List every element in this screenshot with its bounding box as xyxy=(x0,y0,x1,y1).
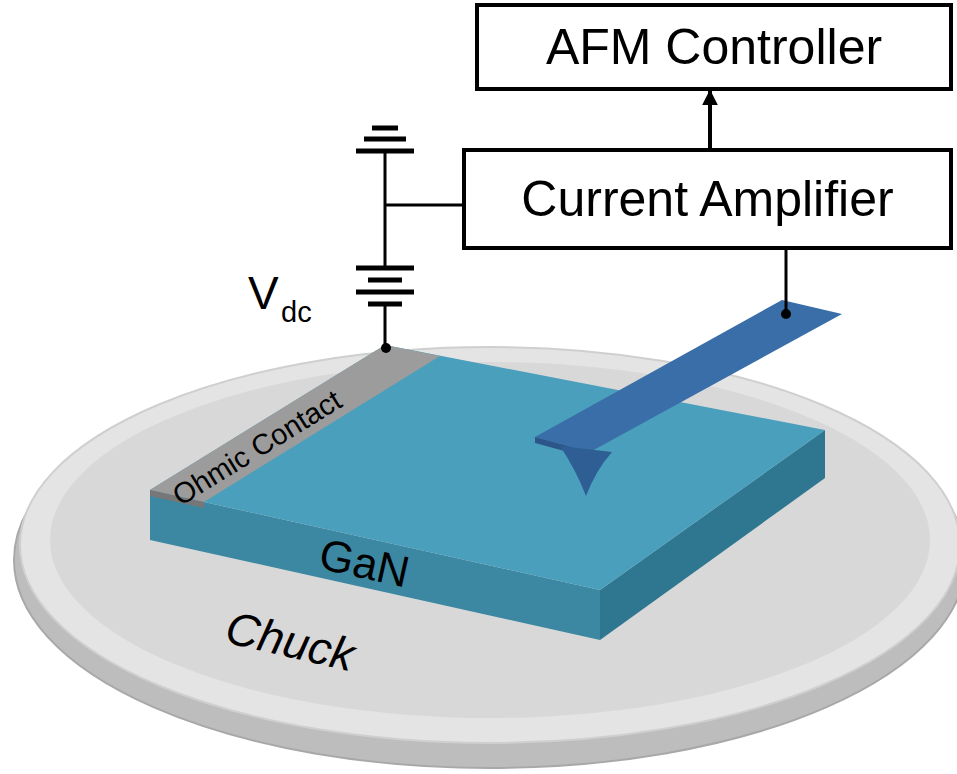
battery-plate xyxy=(356,266,414,271)
contact-dot xyxy=(381,343,391,353)
tip-wire xyxy=(785,250,788,314)
controller-box: AFM Controller xyxy=(475,3,953,91)
battery-plate xyxy=(372,126,398,131)
box-label: Current Amplifier xyxy=(521,172,893,227)
contact-wire xyxy=(384,304,387,347)
signal-arrow xyxy=(708,91,712,148)
tip-contact-dot xyxy=(781,309,791,319)
afm-tip xyxy=(560,446,612,496)
amplifier-box: Current Amplifier xyxy=(462,148,953,250)
battery-plate xyxy=(356,290,414,295)
voltage-symbol: V xyxy=(248,270,279,316)
amplifier-wire xyxy=(385,204,462,207)
cantilever-beam xyxy=(535,300,842,452)
voltage-subscript: dc xyxy=(281,298,312,327)
box-label: AFM Controller xyxy=(546,20,882,75)
supply-wire xyxy=(384,151,387,268)
battery-plate xyxy=(368,278,402,283)
battery-plate xyxy=(364,137,406,142)
gan-top-face xyxy=(150,345,825,590)
